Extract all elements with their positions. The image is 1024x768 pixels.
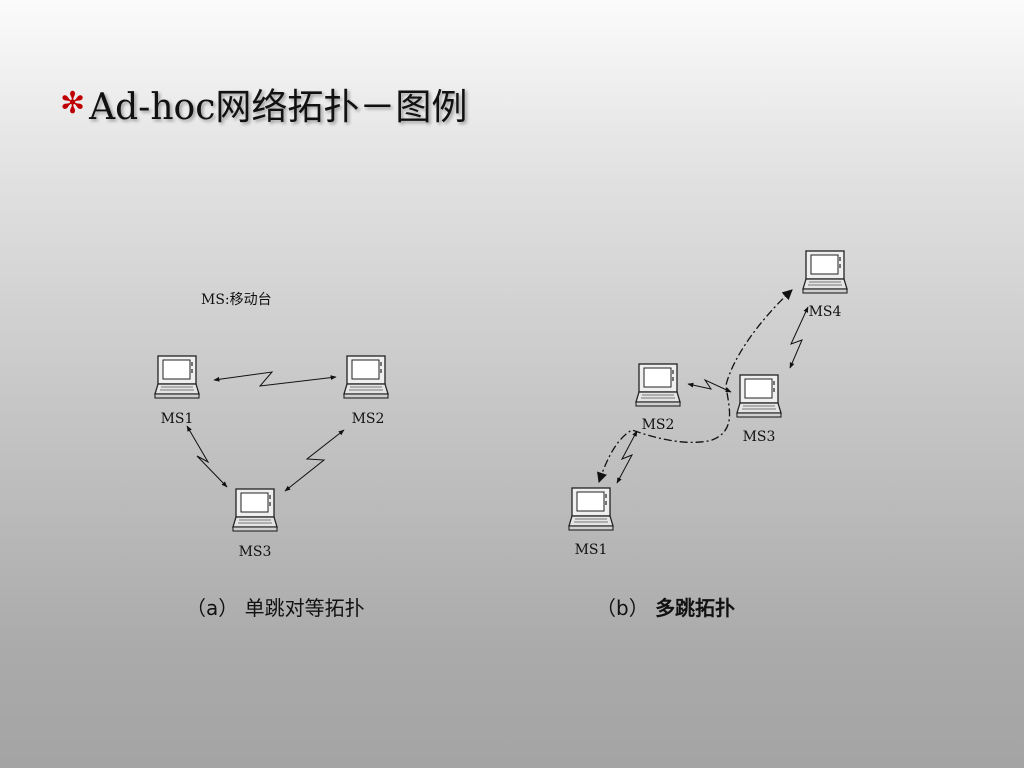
wireless-link xyxy=(789,306,809,369)
diagram-a: MS1 MS2 MS3 xyxy=(154,355,389,560)
laptop-icon xyxy=(568,487,614,531)
laptop-icon xyxy=(802,250,848,294)
node-label: MS3 xyxy=(743,429,776,445)
node-label: MS4 xyxy=(809,304,842,320)
wireless-link xyxy=(616,430,638,484)
wireless-link xyxy=(687,378,732,393)
caption-a-prefix: （a） xyxy=(186,596,239,620)
asterisk-bullet-icon: ✻ xyxy=(60,86,86,121)
diagram-b: MS1 MS2 MS3 MS4 xyxy=(568,250,848,558)
caption-a: （a） 单跳对等拓扑 xyxy=(186,592,365,621)
laptop-icon xyxy=(736,374,782,418)
caption-b-text: 多跳拓扑 xyxy=(655,596,736,620)
laptop-icon xyxy=(232,488,278,532)
laptop-icon xyxy=(154,355,200,399)
caption-b: （b） 多跳拓扑 xyxy=(596,592,735,621)
wireless-link xyxy=(284,429,345,492)
node-label: MS2 xyxy=(352,411,385,427)
wireless-link xyxy=(186,425,228,488)
node-label: MS3 xyxy=(239,544,272,560)
node-label: MS1 xyxy=(161,411,194,427)
laptop-icon xyxy=(343,355,389,399)
caption-a-text: 单跳对等拓扑 xyxy=(244,596,365,620)
slide-title-text: Ad-hoc网络拓扑－图例 xyxy=(89,87,468,128)
caption-b-prefix: （b） xyxy=(596,596,649,620)
slide-title: ✻ Ad-hoc网络拓扑－图例 xyxy=(60,78,467,130)
multi-hop-route xyxy=(597,289,793,483)
wireless-link xyxy=(213,371,337,387)
laptop-icon xyxy=(635,363,681,407)
legend-text: MS:移动台 xyxy=(201,292,272,308)
node-label: MS2 xyxy=(642,417,675,433)
node-label: MS1 xyxy=(575,542,608,558)
